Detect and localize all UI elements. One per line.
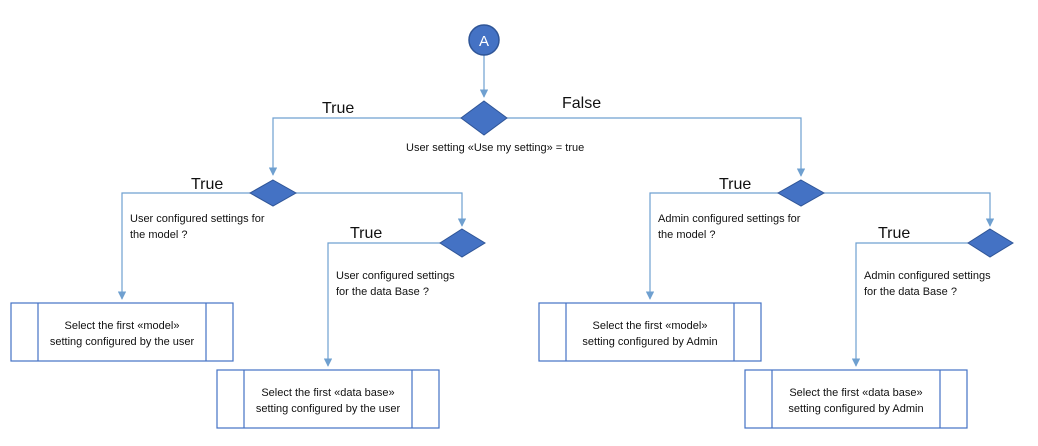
start-connector-circle (468, 24, 500, 56)
user-model-condition-line1: User configured settings for (130, 213, 265, 225)
user-db-true-label: True (350, 225, 382, 242)
process-admin-db: Select the first «data base» setting con… (744, 369, 968, 429)
process-user-db: Select the first «data base» setting con… (216, 369, 440, 429)
connector-user-model-false (296, 192, 467, 227)
decision-root-diamond (460, 100, 508, 136)
process-user-db-line2: setting configured by the user (256, 403, 401, 415)
admin-model-true-label: True (719, 176, 751, 193)
admin-db-true-label: True (878, 225, 910, 242)
process-user-model-box (10, 302, 234, 362)
process-admin-db-line2: setting configured by Admin (788, 403, 923, 415)
decision-admin-db-diamond (967, 228, 1014, 258)
decision-admin-model-diamond (776, 179, 826, 207)
connector-admin-model-true (645, 192, 778, 300)
connector-user-model-true (117, 192, 250, 300)
user-db-condition-line1: User configured settings (336, 270, 455, 282)
process-user-db-line1: Select the first «data base» (261, 387, 394, 399)
start-connector: A (468, 24, 500, 56)
start-connector-label: A (479, 33, 489, 50)
connector-user-db-true (323, 242, 440, 367)
process-user-model: Select the first «model» setting configu… (10, 302, 234, 362)
admin-model-condition-line1: Admin configured settings for (658, 213, 801, 225)
root-true-label: True (322, 100, 354, 117)
process-user-model-line1: Select the first «model» (65, 320, 180, 332)
admin-db-condition-line2: for the data Base ? (864, 286, 957, 298)
process-admin-model-box (538, 302, 762, 362)
root-false-label: False (562, 95, 601, 112)
process-admin-db-box (744, 369, 968, 429)
decision-user-db-diamond (439, 228, 486, 258)
root-condition-text: User setting «Use my setting» = true (406, 142, 584, 154)
process-admin-model-line1: Select the first «model» (593, 320, 708, 332)
user-model-condition-line2: the model ? (130, 229, 187, 241)
decision-user-model-diamond (248, 179, 298, 207)
process-admin-db-line1: Select the first «data base» (789, 387, 922, 399)
connector-admin-db-true (851, 242, 968, 367)
process-admin-model: Select the first «model» setting configu… (538, 302, 762, 362)
process-admin-model-line2: setting configured by Admin (582, 336, 717, 348)
connector-admin-model-false (824, 192, 995, 227)
connector-root-false (507, 117, 806, 177)
connector-root-true (268, 117, 461, 176)
process-user-db-box (216, 369, 440, 429)
process-user-model-line2: setting configured by the user (50, 336, 195, 348)
admin-db-condition-line1: Admin configured settings (864, 270, 991, 282)
user-model-true-label: True (191, 176, 223, 193)
user-db-condition-line2: for the data Base ? (336, 286, 429, 298)
admin-model-condition-line2: the model ? (658, 229, 715, 241)
